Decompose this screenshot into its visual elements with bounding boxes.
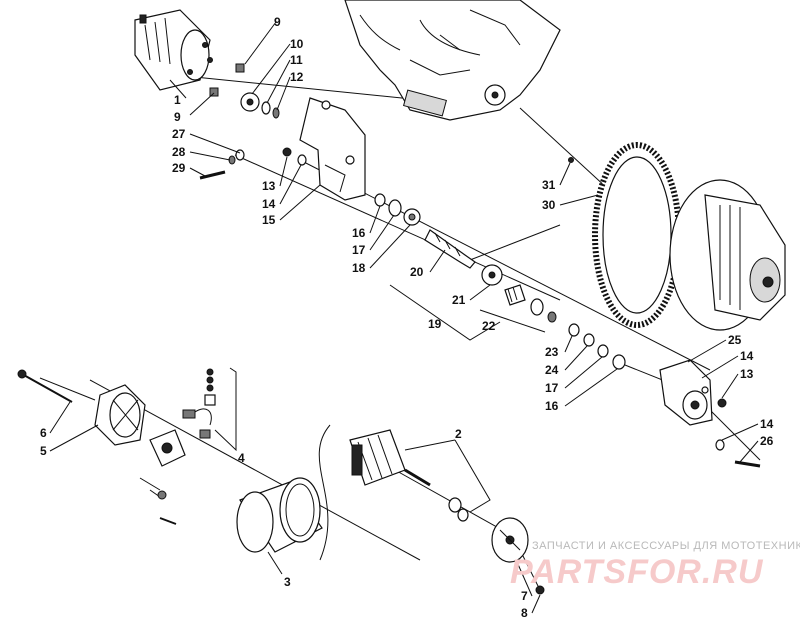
motor-housing <box>236 477 323 553</box>
callout-2: 2 <box>455 427 462 441</box>
engine-block <box>344 0 561 121</box>
callout-19: 19 <box>428 317 442 331</box>
callout-1: 1 <box>174 93 181 107</box>
callout-28: 28 <box>172 145 186 159</box>
callout-17: 17 <box>352 243 366 257</box>
callout-26: 26 <box>760 434 774 448</box>
flywheel <box>669 179 786 331</box>
callout-29: 29 <box>172 161 186 175</box>
callout-14: 14 <box>262 197 276 211</box>
callout-21: 21 <box>452 293 466 307</box>
drive-end-plate <box>491 517 545 595</box>
callout-18: 18 <box>352 261 366 275</box>
callout-4: 4 <box>238 451 245 465</box>
mounting-bracket <box>282 97 366 201</box>
brush-holder <box>139 368 216 525</box>
callout-13: 13 <box>740 367 754 381</box>
leader-lines <box>49 21 759 614</box>
callout-6: 6 <box>40 426 47 440</box>
end-cap <box>17 369 146 446</box>
callout-14: 14 <box>740 349 754 363</box>
callout-17: 17 <box>545 381 559 395</box>
callout-9: 9 <box>274 15 281 29</box>
callout-10: 10 <box>290 37 304 51</box>
callout-16: 16 <box>545 399 559 413</box>
drive-gear-assembly <box>374 193 626 370</box>
callout-7: 7 <box>521 589 528 603</box>
watermark-logo: PARTSFOR.RU <box>510 553 764 591</box>
callout-31: 31 <box>542 178 556 192</box>
callout-9: 9 <box>174 110 181 124</box>
callout-30: 30 <box>542 198 556 212</box>
ring-gear <box>568 142 682 328</box>
callout-25: 25 <box>728 333 742 347</box>
callout-16: 16 <box>352 226 366 240</box>
callout-20: 20 <box>410 265 424 279</box>
callout-27: 27 <box>172 127 186 141</box>
callout-5: 5 <box>40 444 47 458</box>
callout-labels: 1 9 9 10 11 12 27 28 29 13 14 15 16 17 1… <box>40 15 774 620</box>
callout-24: 24 <box>545 363 559 377</box>
callout-11: 11 <box>290 53 303 67</box>
starter-motor <box>134 9 213 91</box>
armature <box>349 429 469 522</box>
watermark-tagline: ЗАПЧАСТИ И АКСЕССУАРЫ ДЛЯ МОТОТЕХНИКИ <box>532 540 800 552</box>
end-housing <box>659 359 761 468</box>
callout-13: 13 <box>262 179 276 193</box>
callout-14: 14 <box>760 417 774 431</box>
callout-12: 12 <box>290 70 304 84</box>
callout-22: 22 <box>482 319 496 333</box>
watermark: ЗАПЧАСТИ И АКСЕССУАРЫ ДЛЯ МОТОТЕХНИКИ PA… <box>510 540 800 591</box>
callout-8: 8 <box>521 606 528 620</box>
starter-hardware <box>199 63 280 180</box>
callout-15: 15 <box>262 213 276 227</box>
callout-23: 23 <box>545 345 559 359</box>
callout-3: 3 <box>284 575 291 589</box>
